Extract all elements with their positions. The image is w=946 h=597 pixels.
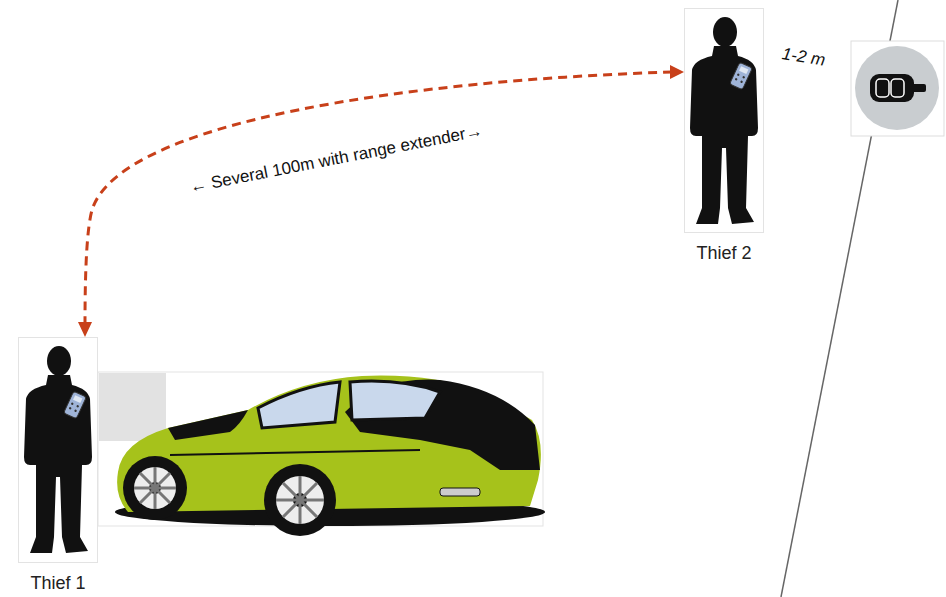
thief-figure: Thief 2 [684,8,764,233]
figure-caption: Thief 1 [30,573,85,594]
thief-silhouette [24,346,92,553]
distance-label: 1-2 m [780,44,826,71]
arrow-head [78,322,92,337]
wall-line [781,0,898,597]
arrow-head [670,65,684,79]
dashed-connector [85,72,672,323]
key-fob-icon [851,41,944,136]
thief-figure: Thief 1 [18,337,98,563]
car-illustration [98,372,545,536]
figure-caption: Thief 2 [696,243,751,264]
thief-silhouette [690,17,758,224]
range-label: ← Several 100m with range extender→ [186,121,486,198]
